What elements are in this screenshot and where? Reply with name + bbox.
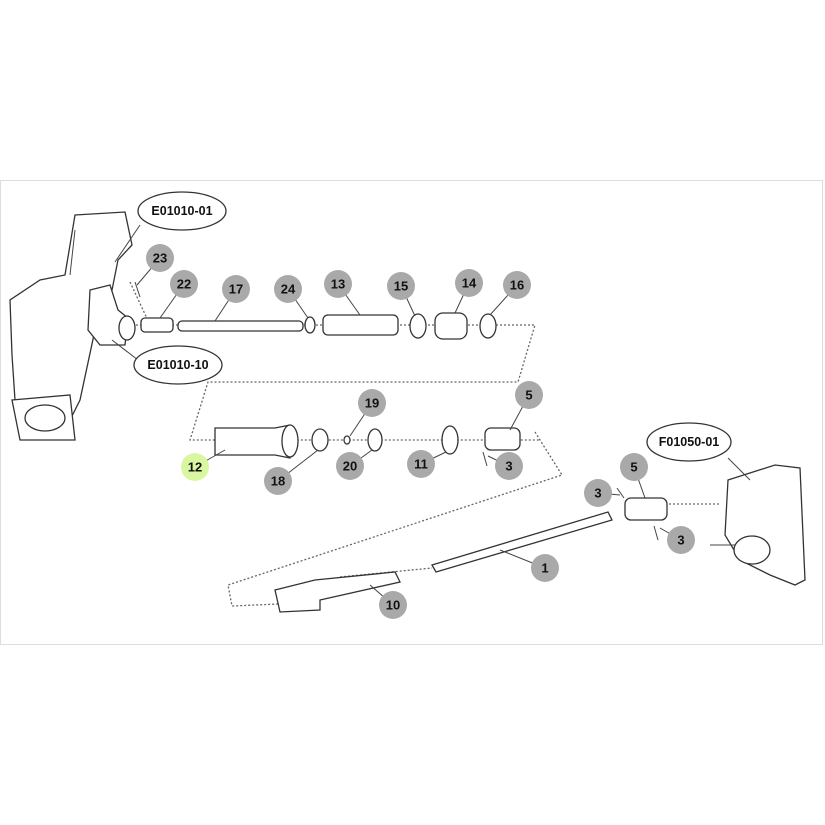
bottom-parts — [274, 487, 668, 613]
callout-number: 15 — [394, 279, 408, 294]
callout-15: 15 — [387, 272, 416, 317]
bearing-18 — [311, 428, 329, 452]
pin-23 — [134, 281, 141, 298]
callout-number: 18 — [271, 474, 285, 489]
sleeve-14 — [434, 312, 468, 340]
ref-e01010-01: E01010-01 — [151, 204, 212, 218]
callout-number: 5 — [525, 388, 532, 403]
shaft-17 — [177, 320, 304, 332]
callouts: 23 22 17 24 13 15 14 16 5 19 12 18 20 11 3 5 3 3 1 10 — [136, 244, 695, 619]
callout-1: 1 — [499, 549, 559, 582]
callout-5: 5 — [509, 381, 543, 431]
callout-17: 17 — [214, 275, 250, 322]
ref-e01010-10: E01010-10 — [147, 358, 208, 372]
callout-number: 19 — [365, 396, 379, 411]
reference-labels: E01010-01 E01010-10 F01050-01 — [111, 191, 751, 481]
callout-circle — [324, 270, 352, 298]
callout-5: 5 — [620, 453, 648, 499]
ref-oval-e01010-10 — [133, 345, 223, 385]
callout-number: 20 — [343, 459, 357, 474]
callout-number: 3 — [677, 533, 684, 548]
callout-circle — [358, 389, 386, 417]
callout-number: 11 — [414, 457, 428, 472]
callout-circle — [264, 467, 292, 495]
callout-number: 1 — [541, 561, 548, 576]
callout-circle — [515, 381, 543, 409]
ref-f01050-01: F01050-01 — [659, 435, 720, 449]
callout-11: 11 — [407, 450, 447, 478]
o-ring-24 — [304, 316, 316, 334]
callout-circle — [387, 272, 415, 300]
u-joint-5b — [624, 497, 668, 521]
callout-22: 22 — [159, 270, 198, 319]
clip-11 — [441, 425, 459, 455]
callout-number: 14 — [462, 276, 477, 291]
diagram-frame — [0, 180, 823, 645]
callout-number: 3 — [505, 459, 512, 474]
callout-number: 13 — [331, 277, 345, 292]
steering-column-housing — [9, 211, 136, 441]
boot-10 — [274, 571, 401, 613]
callout-19: 19 — [349, 389, 386, 437]
callout-16: 16 — [489, 271, 531, 316]
callout-number: 5 — [630, 460, 637, 475]
callout-number: 22 — [177, 277, 191, 292]
clamp-15 — [409, 313, 427, 339]
callout-3: 3 — [659, 526, 695, 554]
callout-circle — [170, 270, 198, 298]
top-row-parts — [134, 281, 497, 340]
u-joint-5 — [484, 427, 521, 451]
callout-number: 16 — [510, 278, 524, 293]
steering-gearbox — [710, 464, 806, 586]
callout-14: 14 — [454, 269, 483, 314]
ring-19 — [343, 435, 351, 445]
callout-circle — [222, 275, 250, 303]
callout-10: 10 — [369, 584, 407, 619]
callout-20: 20 — [336, 449, 373, 480]
callout-circle — [495, 452, 523, 480]
bushing-22 — [140, 317, 174, 333]
callout-number: 10 — [386, 598, 400, 613]
callout-circle — [146, 244, 174, 272]
callout-number: 24 — [281, 282, 296, 297]
callout-number: 3 — [594, 486, 601, 501]
callout-18: 18 — [264, 449, 319, 495]
ref-oval-f01050-01 — [646, 422, 732, 462]
middle-row-parts — [214, 424, 521, 467]
callout-circle — [181, 453, 209, 481]
callout-circle — [274, 275, 302, 303]
callout-circle — [531, 554, 559, 582]
callout-circle — [584, 479, 612, 507]
callout-3: 3 — [584, 479, 621, 507]
callout-circle — [620, 453, 648, 481]
callout-circle — [336, 452, 364, 480]
callout-circle — [407, 450, 435, 478]
pin-3 — [482, 451, 488, 467]
clamp-16 — [479, 313, 497, 339]
callout-24: 24 — [274, 275, 309, 319]
callout-number: 12 — [188, 460, 202, 475]
callout-circle — [379, 591, 407, 619]
callout-12: 12 — [181, 449, 226, 481]
callout-circle — [667, 526, 695, 554]
ref-oval-e01010-01 — [137, 191, 227, 231]
callout-3: 3 — [487, 452, 523, 480]
tube-13 — [322, 314, 399, 336]
callout-circle — [455, 269, 483, 297]
callout-circle — [503, 271, 531, 299]
shaft-1 — [431, 511, 613, 573]
seal-20 — [367, 428, 383, 452]
callout-number: 17 — [229, 282, 243, 297]
callout-23: 23 — [136, 244, 174, 286]
callout-number: 23 — [153, 251, 167, 266]
callout-13: 13 — [324, 270, 361, 316]
